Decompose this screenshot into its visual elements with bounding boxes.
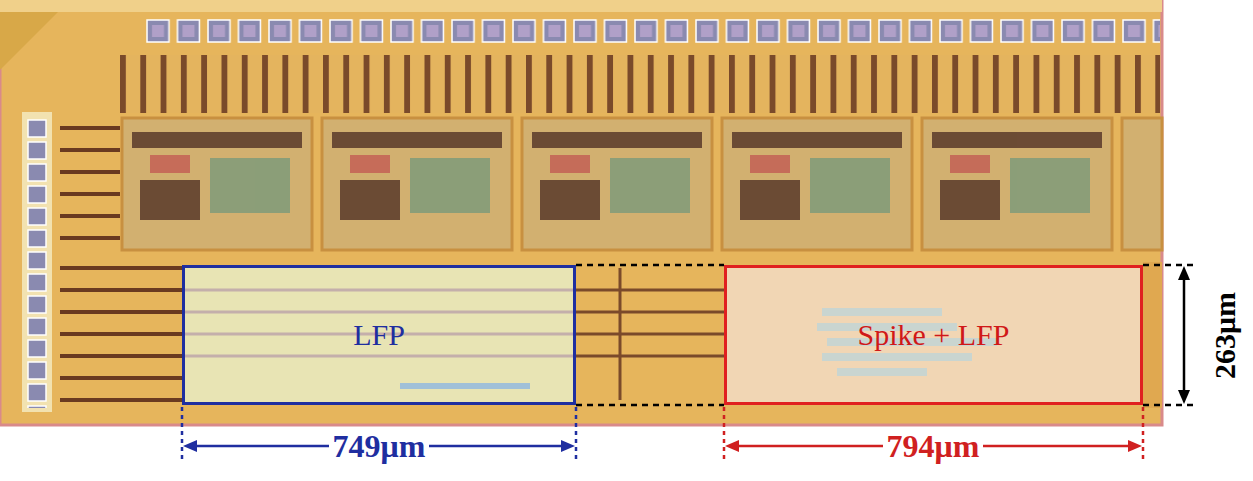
- lfp-region: LFP: [182, 265, 576, 405]
- region-label: LFP: [353, 318, 405, 352]
- dimension-label: 263μm: [1208, 288, 1241, 383]
- dimension-label: 749μm: [329, 429, 430, 464]
- region-label: Spike + LFP: [858, 318, 1010, 352]
- dimension-label: 794μm: [883, 429, 984, 464]
- spike-lfp-region: Spike + LFP: [724, 265, 1143, 405]
